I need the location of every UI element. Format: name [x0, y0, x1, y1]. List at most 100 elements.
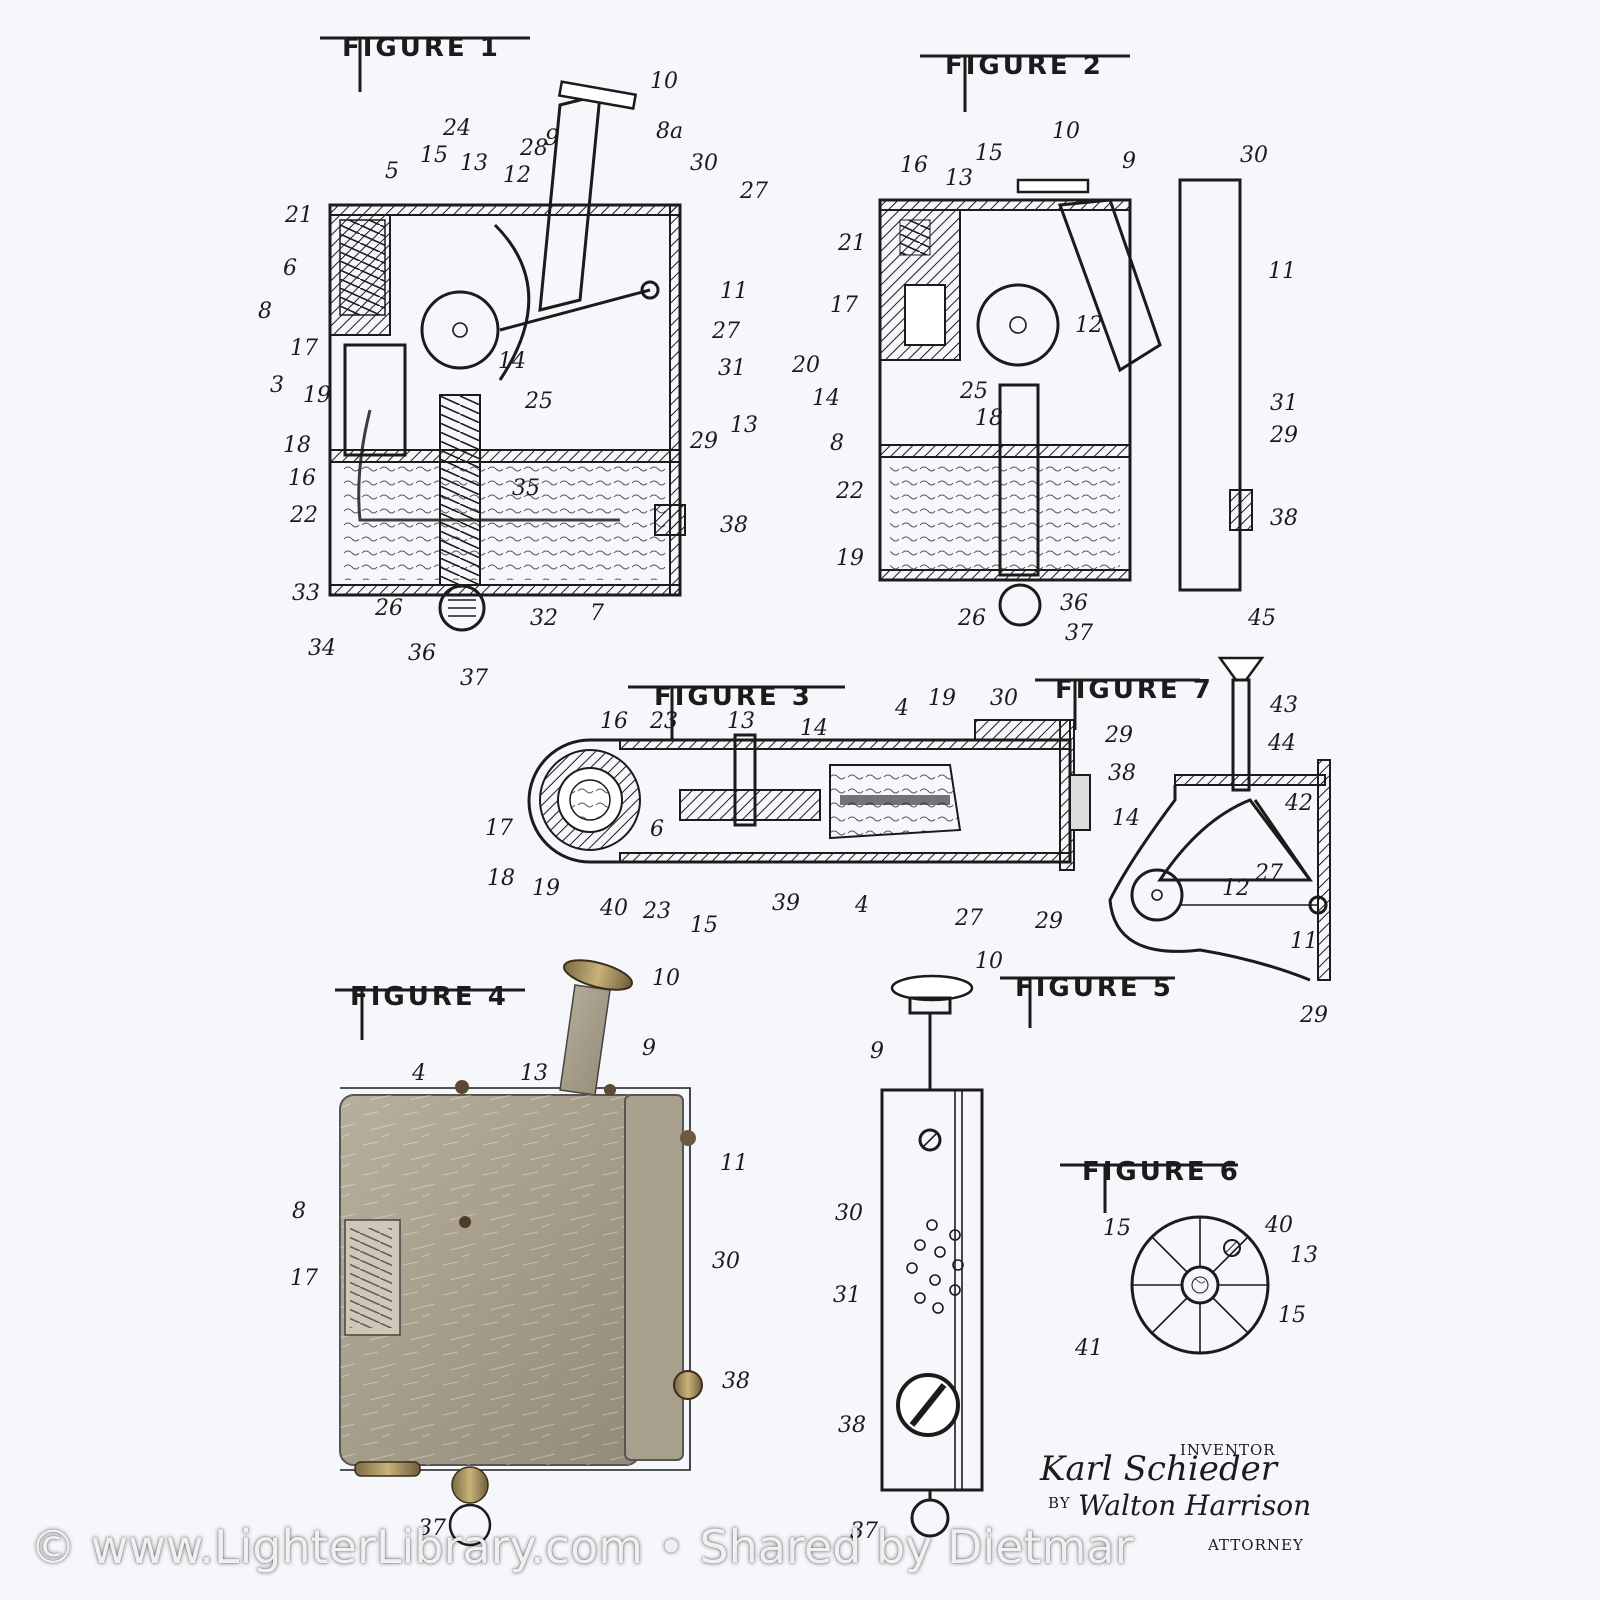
label: 13 — [945, 166, 973, 191]
label: 23 — [649, 709, 678, 734]
label: 33 — [292, 581, 320, 606]
figure-4: FIGURE 4 10 9 4 13 1 — [290, 959, 750, 1547]
label: 11 — [720, 279, 748, 304]
figure-7-labels: 45 43 44 14 42 27 12 11 29 — [1112, 606, 1328, 1028]
label: 7 — [590, 601, 604, 626]
label: 12 — [503, 163, 531, 188]
label: 27 — [739, 179, 768, 204]
label: 25 — [524, 389, 553, 414]
label: 22 — [835, 479, 864, 504]
label: 6 — [283, 256, 297, 281]
by-caption: BY — [1048, 1494, 1071, 1512]
attorney-caption: ATTORNEY — [1207, 1536, 1304, 1554]
label: 27 — [954, 906, 983, 931]
label: 13 — [727, 709, 755, 734]
label: 18 — [283, 433, 311, 458]
label: 26 — [957, 606, 986, 631]
label: 39 — [772, 891, 800, 916]
label: 9 — [870, 1039, 884, 1064]
figure-5-title: FIGURE 5 — [1015, 973, 1174, 1003]
label: 11 — [1290, 929, 1318, 954]
inventor-caption: INVENTOR — [1180, 1441, 1276, 1459]
label: 29 — [1269, 423, 1298, 448]
label: 9 — [642, 1036, 656, 1061]
label: 36 — [1060, 591, 1088, 616]
label: 29 — [1034, 909, 1063, 934]
label: 13 — [460, 151, 488, 176]
label: 8 — [258, 299, 272, 324]
lighter-body-photo — [339, 1080, 703, 1547]
label: 27 — [711, 319, 740, 344]
label: 13 — [520, 1061, 548, 1086]
figure-7: FIGURE 7 45 43 44 14 42 27 12 11 29 — [1035, 606, 1331, 1028]
label: 40 — [1264, 1213, 1293, 1238]
figure-2-title: FIGURE 2 — [945, 51, 1104, 81]
label: 31 — [1270, 391, 1298, 416]
signature-block: INVENTOR Karl Schieder BY Walton Harriso… — [1039, 1441, 1311, 1554]
figure-4-labels: 10 9 4 13 11 8 17 30 38 37 — [290, 966, 750, 1541]
label: 14 — [812, 386, 840, 411]
label: 9 — [1122, 149, 1136, 174]
label: 9 — [545, 126, 559, 151]
label: 30 — [712, 1249, 740, 1274]
label: 10 — [652, 966, 680, 991]
label: 44 — [1267, 731, 1296, 756]
figure-3-labels: 16 23 13 14 4 19 30 29 38 17 6 18 19 40 … — [485, 686, 1136, 938]
label: 15 — [975, 141, 1003, 166]
label: 14 — [1112, 806, 1140, 831]
figure-1-title: FIGURE 1 — [342, 33, 501, 63]
label: 38 — [838, 1413, 866, 1438]
label: 17 — [830, 293, 858, 318]
label: 11 — [720, 1151, 748, 1176]
label: 30 — [990, 686, 1018, 711]
label: 10 — [650, 69, 678, 94]
label: 20 — [791, 353, 820, 378]
label: 17 — [485, 816, 513, 841]
label: 6 — [650, 817, 664, 842]
label: 19 — [928, 686, 956, 711]
label: 36 — [408, 641, 436, 666]
label: 26 — [374, 596, 403, 621]
label: 37 — [418, 1516, 446, 1541]
figure-4-title: FIGURE 4 — [350, 982, 509, 1012]
label: 38 — [722, 1369, 750, 1394]
label: 13 — [1290, 1243, 1318, 1268]
label: 19 — [836, 546, 864, 571]
label: 4 — [854, 893, 869, 918]
label: 13 — [730, 413, 758, 438]
label: 15 — [1278, 1303, 1306, 1328]
label: 38 — [1108, 761, 1136, 786]
label: 19 — [532, 876, 560, 901]
label: 21 — [284, 203, 313, 228]
label: 5 — [385, 159, 399, 184]
label: 38 — [720, 513, 748, 538]
figure-6-labels: 15 40 13 15 41 — [1074, 1213, 1318, 1361]
label: 25 — [959, 379, 988, 404]
label: 8 — [830, 431, 844, 456]
label: 11 — [1268, 259, 1296, 284]
label: 38 — [1270, 506, 1298, 531]
label: 30 — [1240, 143, 1268, 168]
label: 37 — [1065, 621, 1093, 646]
copyright-watermark: © www.LighterLibrary.com • Shared by Die… — [30, 1520, 1134, 1574]
label: 37 — [460, 666, 488, 691]
label: 43 — [1269, 693, 1298, 718]
figure-7-title: FIGURE 7 — [1055, 675, 1214, 705]
figure-3: FIGURE 3 16 23 13 14 4 19 30 29 38 17 6 … — [485, 682, 1136, 938]
label: 45 — [1247, 606, 1276, 631]
vent-holes — [906, 1219, 964, 1314]
label: 40 — [599, 896, 628, 921]
figure-6: FIGURE 6 15 40 13 15 41 — [1060, 1157, 1318, 1361]
label: 8a — [656, 119, 683, 144]
label: 17 — [290, 1266, 318, 1291]
label: 12 — [1075, 313, 1103, 338]
label: 42 — [1284, 791, 1313, 816]
figure-2-labels: 10 9 30 16 15 13 21 11 17 12 20 14 25 18… — [791, 119, 1298, 646]
label: 29 — [1299, 1003, 1328, 1028]
label: 10 — [975, 949, 1003, 974]
label: 15 — [420, 143, 448, 168]
label: 16 — [900, 153, 928, 178]
figure-5: FIGURE 5 10 9 30 31 38 37 — [833, 949, 1175, 1544]
label: 32 — [530, 606, 558, 631]
